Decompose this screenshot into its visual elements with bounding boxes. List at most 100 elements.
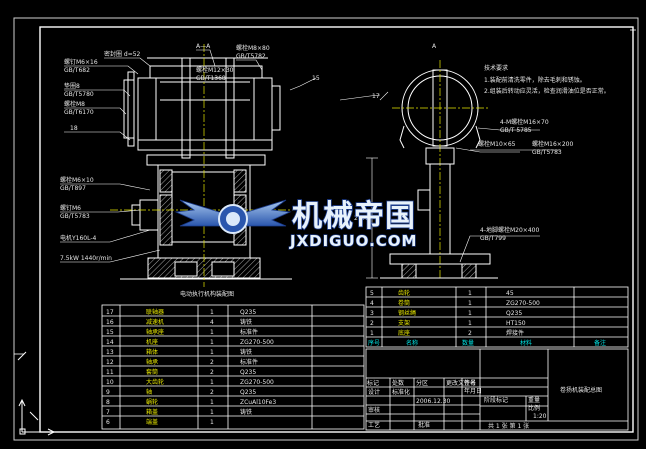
callout-top-2-std: GB/T1368 — [196, 75, 226, 82]
bom-left-rows: 17 联轴器 1 Q235 16 减速机 4 铸铁 15 轴承座 1 标准件 1… — [106, 308, 276, 426]
bom-left-material: 标准件 — [240, 328, 258, 336]
bom-left-qty: 2 — [210, 389, 214, 396]
bom-left-material: 铸铁 — [240, 408, 252, 416]
watermark-en: JXDIGUO.COM — [289, 232, 417, 250]
bom-left-no: 8 — [106, 399, 110, 406]
bom-right-material: Q235 — [506, 310, 522, 317]
tech-line-1: 1.装配前清洗零件，除去毛刺和锈蚀。 — [484, 76, 586, 84]
callout-top-1: 密封圈 d=52 — [104, 50, 141, 58]
callout-right-1: 4-M螺栓M16×70 — [500, 118, 549, 126]
bom-left-material: 标准件 — [240, 358, 258, 366]
callout-right-3: 螺栓M16×200 — [532, 140, 573, 148]
overall-caption: 电动执行机构装配图 — [180, 290, 234, 298]
bom-left-qty: 1 — [210, 349, 214, 356]
callout-left-4: 18 — [70, 125, 78, 132]
bom-left-qty: 2 — [210, 369, 214, 376]
tb-weight: 重量 — [528, 396, 540, 404]
bom-right-rows: 5 齿轮 1 45 4 卷筒 1 ZG270-500 3 钢丝绳 1 Q235 … — [368, 289, 606, 347]
bom-left-no: 9 — [106, 389, 110, 396]
callout-left-1: 螺钉M6×16 — [64, 58, 98, 66]
callout-left-3: 螺栓M8 — [64, 100, 85, 108]
outer-frame — [13, 17, 639, 441]
callout-right-2: 螺栓M10×65 — [478, 140, 516, 148]
bom-header-material: 材料 — [520, 339, 532, 347]
callout-left-7: 电机Y160L-4 — [60, 234, 97, 242]
callout-left-5-std: GB/T897 — [60, 185, 86, 192]
tb-role-process: 工艺 — [368, 421, 380, 429]
bom-left-table — [101, 304, 365, 430]
bom-left-material: ZG270-500 — [240, 339, 274, 346]
bom-right-name: 钢丝绳 — [398, 309, 416, 317]
bom-right-material: 焊接件 — [506, 329, 524, 337]
tb-stage: 阶段标记 — [484, 396, 508, 404]
bom-left-qty: 1 — [210, 399, 214, 406]
bom-right-no: 5 — [370, 290, 374, 297]
small-marks — [14, 29, 636, 355]
bom-right-no: 1 — [370, 330, 374, 337]
bom-header-name: 名称 — [406, 339, 418, 347]
bom-left-no: 14 — [106, 339, 114, 346]
bom-right-qty: 1 — [468, 290, 472, 297]
dimension-2672: 2672 — [354, 215, 369, 222]
bom-left-material: 铸铁 — [240, 318, 252, 326]
bom-left-qty: 1 — [210, 409, 214, 416]
callout-top-4: 15 — [312, 75, 320, 82]
bom-left-name: 套筒 — [146, 368, 158, 376]
tb-approve: 批准 — [418, 421, 430, 429]
tb-label-count: 处数 — [392, 379, 404, 387]
inner-frame — [39, 26, 634, 433]
callout-left-1-std: GB/T682 — [64, 67, 90, 74]
tb-role-design: 设计 — [368, 388, 380, 396]
bom-header-qty: 数量 — [462, 339, 474, 347]
bom-right-name: 齿轮 — [398, 289, 410, 297]
bom-left-qty: 1 — [210, 309, 214, 316]
tb-scale-label: 比例 — [528, 404, 540, 412]
tb-drawing-title: 卷扬机装配总图 — [560, 386, 602, 394]
bom-left-no: 16 — [106, 319, 114, 326]
bom-left-no: 10 — [106, 379, 114, 386]
bom-left-material: ZCuAl10Fe3 — [240, 399, 276, 406]
bom-left-qty: 1 — [210, 339, 214, 346]
bom-right-qty: 2 — [468, 330, 472, 337]
callout-top-3-std: GB/T5782 — [236, 53, 266, 60]
bom-left-no: 12 — [106, 359, 114, 366]
ucs-axis-icon — [17, 351, 56, 436]
tb-label-change: 更改文件号 — [446, 379, 476, 387]
callout-left-2: 垫圈8 — [64, 82, 80, 90]
bom-left-material: Q235 — [240, 309, 256, 316]
bom-left-name: 蜗轮 — [146, 398, 158, 406]
tb-std-label: 标准化 — [392, 388, 410, 396]
tb-label-sign: 签名 — [464, 379, 476, 387]
tb-scale: 1:20 — [533, 413, 547, 420]
bom-right-no: 2 — [370, 320, 374, 327]
bom-left-name: 联轴器 — [146, 308, 164, 316]
tech-title: 技术要求 — [484, 64, 508, 72]
side-view — [366, 60, 560, 280]
view-label: A — [432, 43, 437, 50]
watermark-logo: 机械帝国 JXDIGUO.COM — [174, 198, 417, 251]
callout-left-6: 螺钉M6 — [60, 204, 81, 212]
bom-left-no: 17 — [106, 309, 114, 316]
bom-right-name: 卷筒 — [398, 299, 410, 307]
leader-lines-left — [60, 49, 381, 263]
callout-top-2: 螺栓M12×30 — [196, 66, 234, 74]
callout-right-3-std: GB/T5783 — [532, 149, 562, 156]
callout-top-3: 螺栓M8×80 — [236, 44, 270, 52]
bom-right-no: 4 — [370, 300, 374, 307]
callout-left-5: 螺栓M6×10 — [60, 176, 94, 184]
bom-left-material: 铸铁 — [240, 348, 252, 356]
bom-right-name: 底座 — [398, 329, 410, 337]
bom-left-name: 机座 — [146, 338, 158, 346]
bom-left-material: ZG270-500 — [240, 379, 274, 386]
tb-label-zone: 分区 — [416, 379, 428, 387]
bom-left-name: 轴承 — [146, 358, 158, 366]
bom-left-no: 11 — [106, 369, 114, 376]
tb-sheet: 共 1 张 第 1 张 — [488, 422, 529, 430]
callout-left-2-std: GB/T5780 — [64, 91, 94, 98]
bom-right-qty: 1 — [468, 300, 472, 307]
bom-left-name: 端盖 — [146, 418, 158, 426]
bom-right-qty: 1 — [468, 320, 472, 327]
callout-right-4-std: GB/T799 — [480, 235, 506, 242]
tb-label-date: 年月日 — [464, 387, 482, 395]
